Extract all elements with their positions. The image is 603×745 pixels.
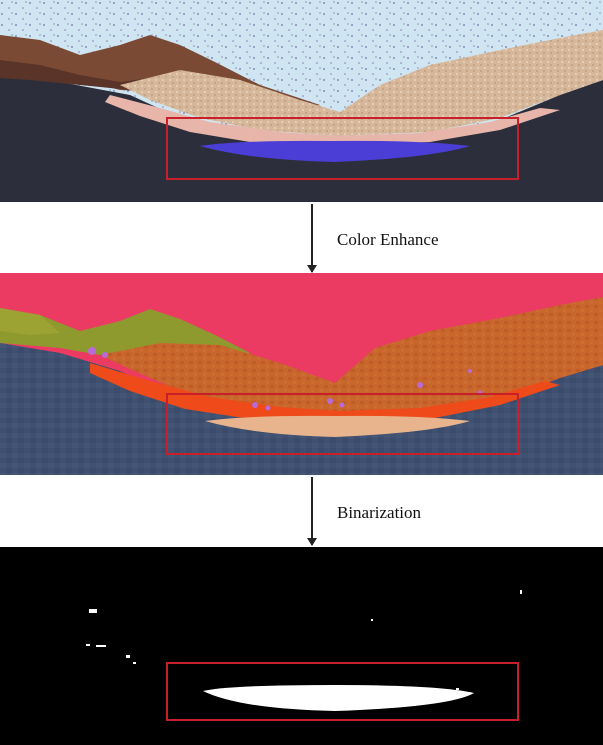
color-enhance-label: Color Enhance xyxy=(337,230,439,249)
original-scene xyxy=(0,0,603,202)
roi-box-binary xyxy=(166,662,519,721)
roi-box-enhanced xyxy=(166,393,519,455)
enhanced-scene xyxy=(0,273,603,475)
roi-box-original xyxy=(166,117,519,180)
down-arrow-icon xyxy=(307,204,317,273)
color-enhanced-image xyxy=(0,273,603,475)
down-arrow-icon xyxy=(307,477,317,546)
binarized-image xyxy=(0,547,603,745)
binary-scene xyxy=(0,547,603,745)
binarization-label: Binarization xyxy=(337,503,422,522)
original-image xyxy=(0,0,603,202)
